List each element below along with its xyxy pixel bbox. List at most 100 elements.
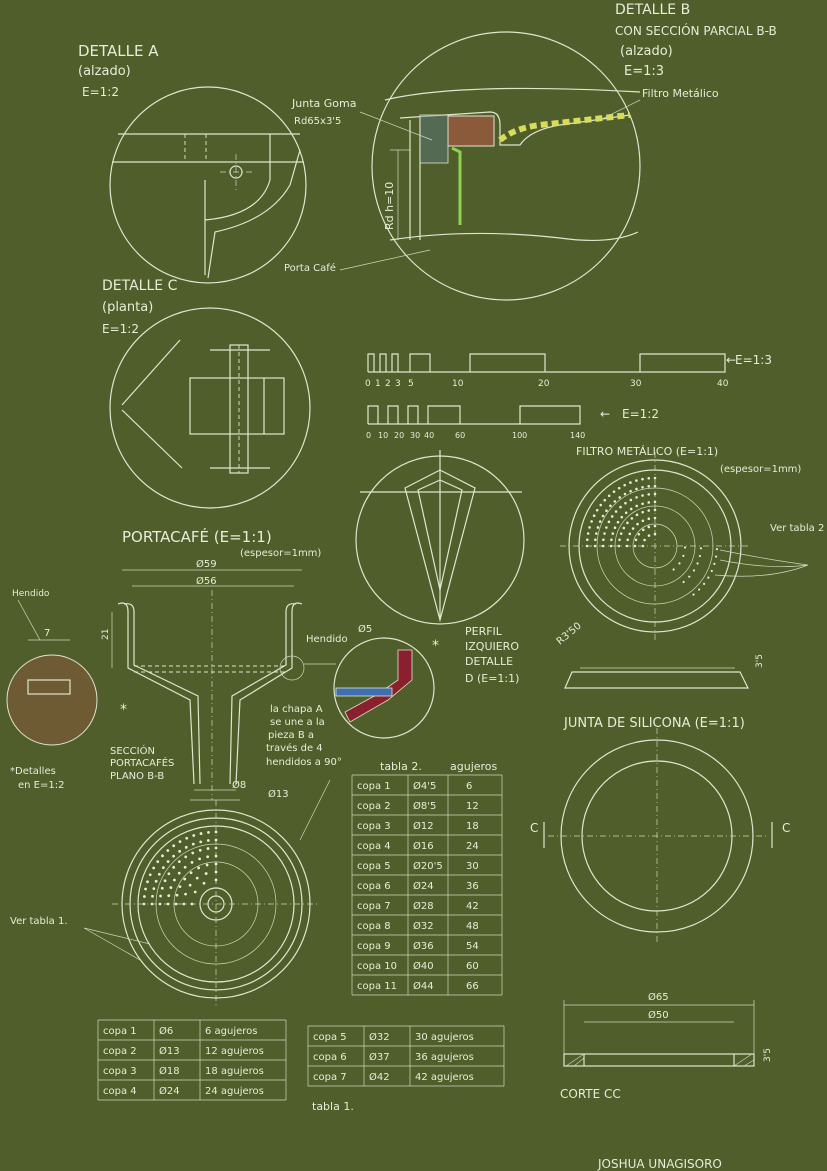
note-line: través de 4 (266, 742, 323, 754)
hole-dot (214, 878, 218, 882)
hole-dot (653, 524, 657, 528)
table-cell: 30 (466, 861, 479, 872)
scale-1-tick: 20 (538, 379, 550, 389)
hole-dot (692, 569, 696, 572)
hole-dot (643, 538, 646, 542)
hole-dot (635, 479, 638, 482)
table-cell: 48 (466, 921, 479, 932)
scale-2-tick: 30 (410, 431, 420, 440)
hole-dot (596, 526, 600, 529)
scale-2-tick: 140 (570, 431, 585, 440)
hole-dot (142, 895, 146, 898)
hole-dot (177, 871, 181, 875)
detalle-a: DETALLE A (alzado) E=1:2 (78, 42, 307, 284)
hole-dot (173, 878, 176, 882)
detalle-a-title: DETALLE A (78, 42, 159, 60)
filtro-radius: R3'50 (555, 621, 584, 648)
note-line: hendidos a 90° (266, 757, 342, 768)
hole-dot (619, 505, 622, 509)
junta-cut-right: C (782, 821, 790, 835)
hole-dot (636, 522, 639, 526)
detalle-b-subtitle: CON SECCIÓN PARCIAL B-B (615, 23, 777, 38)
hole-dot (172, 844, 176, 848)
table-cell: 12 (466, 801, 479, 812)
hole-dot (595, 532, 598, 535)
hole-dot (214, 830, 218, 834)
hole-dot (142, 902, 146, 906)
table-cell: copa 6 (357, 881, 391, 892)
table-cell: copa 3 (357, 821, 391, 832)
hole-dot (647, 485, 651, 488)
hole-dot (616, 520, 620, 524)
table-cell: Ø12 (413, 820, 434, 832)
hole-dot (595, 508, 599, 512)
hole-dot (590, 520, 593, 523)
scale-2-tick: 20 (394, 431, 404, 440)
hole-dot (629, 481, 632, 484)
detalle-b-title: DETALLE B (615, 2, 690, 18)
hole-dot (699, 547, 703, 550)
perfil-line: DETALLE (465, 655, 513, 668)
corte-title: CORTE CC (560, 1087, 621, 1101)
hole-dot (146, 880, 149, 884)
hole-dot (151, 894, 154, 898)
hole-dot (682, 580, 685, 584)
table-cell: 24 agujeros (205, 1086, 264, 1097)
filtro-section (564, 671, 749, 689)
hole-dot (641, 528, 645, 532)
portacafe-right-wall (235, 602, 303, 785)
hendido-red-section (344, 649, 413, 723)
junta-cut-left: C (530, 821, 538, 835)
hole-dot (214, 854, 218, 858)
hole-dot (599, 503, 603, 507)
portacafe-seccion: PLANO B-B (110, 771, 164, 782)
hole-dot (172, 865, 176, 869)
hole-dot (653, 492, 657, 496)
hole-dot (207, 830, 210, 834)
note-line: la chapa A (270, 704, 323, 715)
hole-dot (607, 520, 611, 524)
table-cell: copa 11 (357, 981, 397, 992)
table-cell: copa 6 (313, 1052, 347, 1063)
hole-dot (653, 532, 657, 536)
junta-goma-dims: Rd65x3'5 (294, 116, 341, 127)
table-cell: Ø18 (159, 1065, 180, 1077)
hole-dot (647, 534, 651, 537)
hole-dot (206, 847, 210, 850)
portacafe-plan-holes (142, 830, 218, 906)
hole-dot (593, 544, 597, 548)
junta-title: JUNTA DE SILICONA (E=1:1) (563, 716, 745, 731)
hole-dot (598, 520, 602, 523)
hole-dot (714, 555, 718, 558)
hole-dot (626, 521, 629, 525)
table-cell: copa 4 (357, 841, 391, 852)
table-cell: Ø24 (413, 880, 434, 892)
scale-bar-1: 0 1 2 3 5 10 20 30 40 E=1:3 ← (365, 353, 772, 389)
hole-dot (152, 887, 156, 891)
hendido-left-detail: Hendido 7 * *Detalles en E=1:2 (6, 589, 127, 791)
scale-1-label: E=1:3 (735, 353, 772, 367)
hole-dot (710, 569, 713, 573)
hole-dot (605, 509, 608, 513)
hole-dot (198, 848, 202, 852)
hole-dot (612, 490, 616, 494)
scale-2-tick: 0 (366, 431, 371, 440)
hole-dot (672, 568, 675, 571)
hendido-left-star: * (120, 702, 127, 718)
table-cell: copa 1 (357, 781, 391, 792)
hole-dot (586, 532, 590, 535)
hole-dot (622, 526, 626, 530)
note-line: se une a la (270, 717, 325, 728)
hole-dot (613, 500, 617, 503)
hole-dot (623, 492, 627, 496)
table-cell: copa 5 (357, 861, 391, 872)
hole-dot (192, 834, 196, 837)
hole-dot (698, 554, 701, 558)
hendido-label: Hendido (306, 634, 348, 645)
